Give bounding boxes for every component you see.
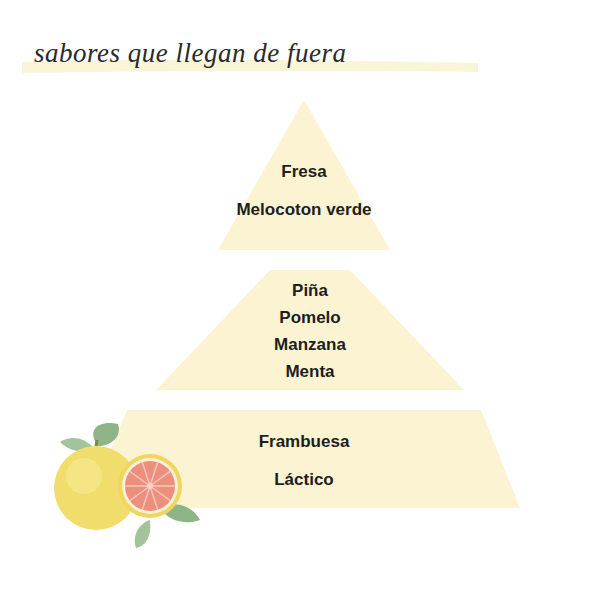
fruit-half-pith [122,458,178,514]
pyramid-band: PiñaPomeloManzanaMenta [156,270,464,390]
fruit-shine [66,458,102,494]
flavor-text: Piña [156,281,464,301]
pyramid-band: FresaMelocoton verde [218,100,390,250]
flavor-text: Frambuesa [88,432,520,452]
band-fill [156,270,464,390]
band-fill [218,100,390,250]
segment-line [142,462,150,486]
leaf [93,423,119,446]
fruit-half-flesh [125,461,175,511]
flavor-text: Melocoton verde [218,200,390,220]
segment-line [150,485,175,487]
flavor-text: Pomelo [156,308,464,328]
segment-line [125,485,150,487]
flavor-text: Láctico [88,470,520,490]
stem [96,440,97,446]
fruit-core [147,483,153,489]
fruit-half-rind [118,454,182,518]
title: sabores que llegan de fuera [34,38,346,69]
flavor-text: Menta [156,362,464,382]
segment-line [130,486,150,501]
segment-line [150,486,158,510]
flavor-text: Manzana [156,335,464,355]
flavor-text: Fresa [218,162,390,182]
segment-line [150,471,170,486]
leaf [135,520,151,548]
